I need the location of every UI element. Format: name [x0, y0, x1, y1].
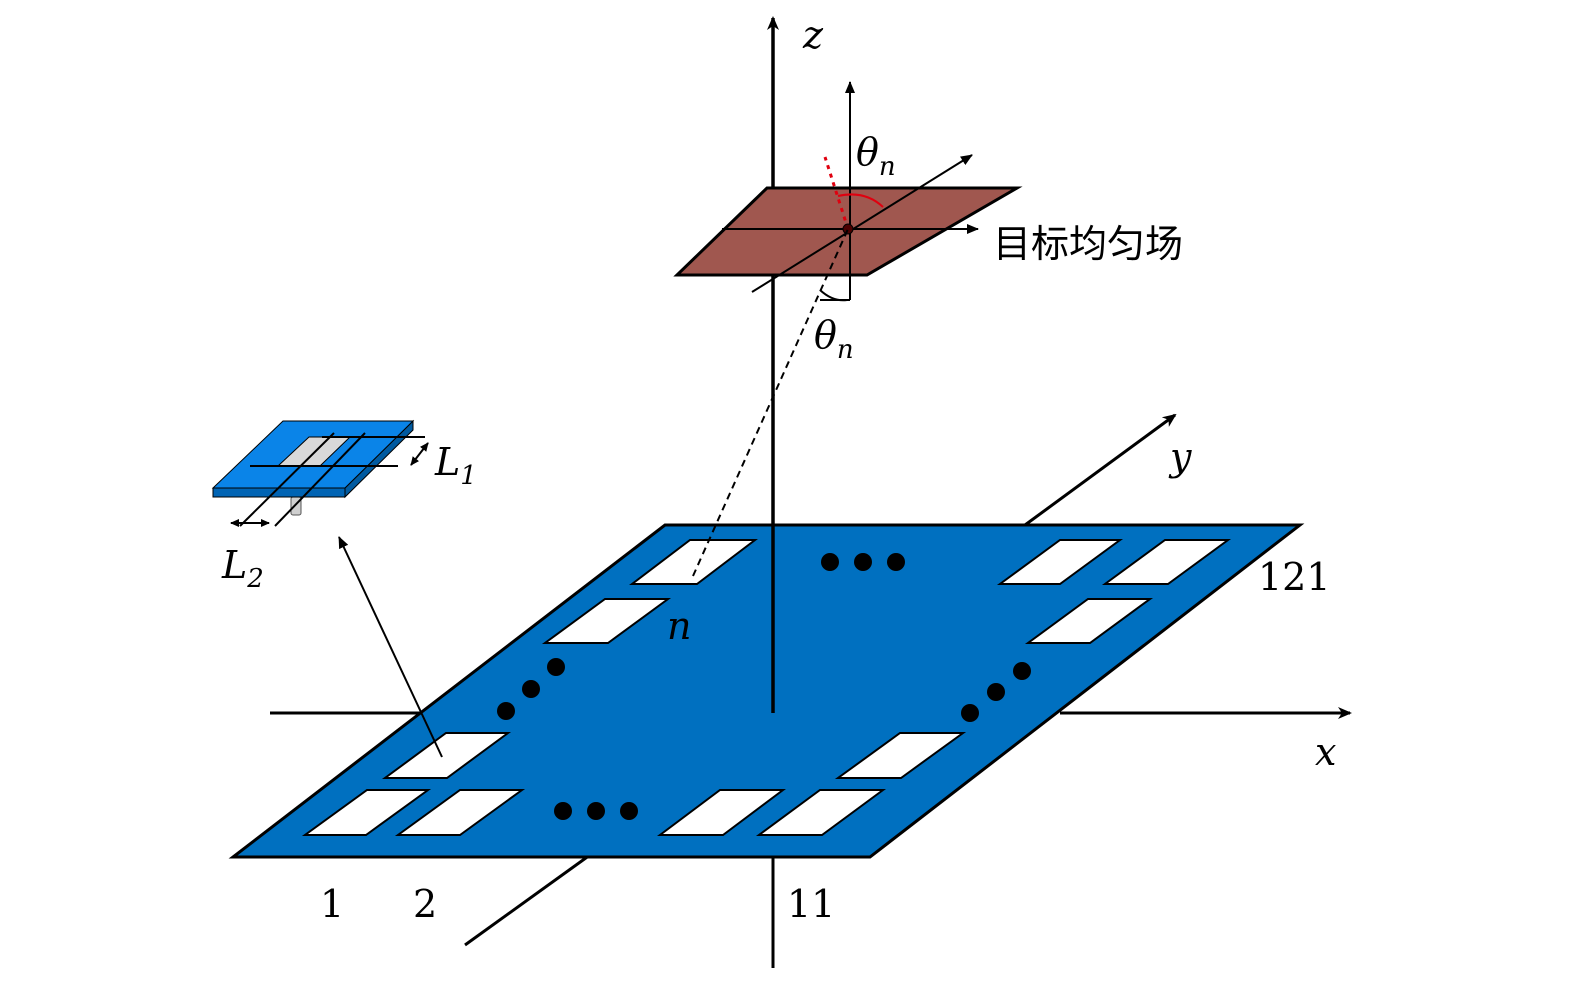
red-direction-line — [823, 156, 850, 230]
array-elements — [301, 539, 1232, 836]
angle-arc-upper — [837, 193, 884, 208]
element-label-11: 11 — [787, 882, 835, 926]
array-element — [755, 789, 887, 836]
x-axis-label: x — [1315, 730, 1336, 774]
array-element — [629, 539, 758, 585]
y-axis-label: y — [1168, 435, 1192, 479]
substrate-side — [212, 487, 346, 498]
theta-label-lower: θn — [814, 313, 854, 365]
array-element — [1101, 539, 1232, 585]
theta-label-upper: θn — [856, 130, 896, 182]
array-element — [996, 539, 1124, 585]
target-field-label: 目标均匀场 — [993, 222, 1183, 266]
element-pointer-arrow — [338, 536, 443, 758]
array-element — [834, 732, 967, 779]
element-label-n: n — [667, 604, 691, 648]
angle-arc-lower — [819, 289, 848, 302]
array-element — [301, 789, 432, 836]
field-center-point — [842, 223, 854, 235]
array-element — [1024, 598, 1154, 644]
ellipsis-dots — [497, 553, 1031, 820]
y-axis-back — [1024, 413, 1177, 527]
element-label-121: 121 — [1258, 555, 1331, 599]
antenna-element-inset — [211, 419, 429, 527]
l2-label: L2 — [221, 543, 264, 594]
element-to-target-line — [692, 228, 849, 577]
array-element — [394, 789, 526, 836]
l1-dimension-arrow — [410, 442, 429, 466]
array-element — [381, 732, 512, 779]
array-plate — [228, 523, 1305, 859]
element-label-2: 2 — [413, 882, 437, 926]
y-axis-front — [464, 853, 591, 947]
array-element — [541, 598, 672, 644]
z-axis-label: z — [802, 13, 824, 57]
l1-label: L1 — [434, 440, 477, 491]
element-label-1: 1 — [320, 882, 344, 926]
array-element — [657, 789, 786, 836]
